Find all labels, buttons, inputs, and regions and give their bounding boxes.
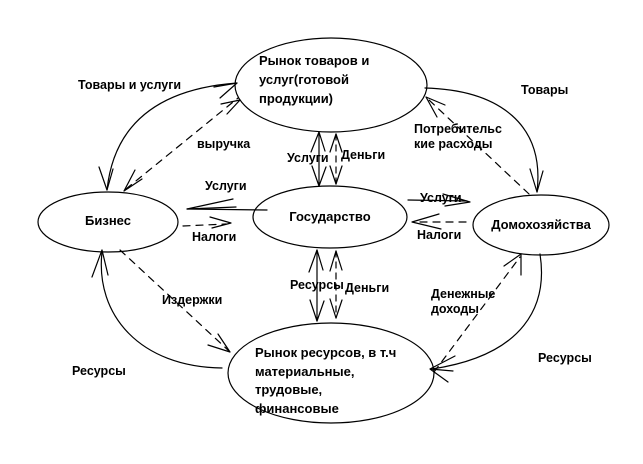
arrow-resources-state-heads: [308, 249, 325, 322]
arrow-costs-head: [207, 333, 231, 353]
label-money-income-line2: доходы: [431, 302, 479, 316]
arrow-revenue-head-market: [220, 99, 241, 115]
label-services-state-business: Услуги: [205, 179, 247, 193]
label-consumer-spending: Потребительс кие расходы: [414, 122, 502, 152]
node-goods-market-line2: услуг(готовой: [259, 72, 349, 87]
ellipse-resource-market: [227, 322, 435, 424]
ellipse-state: [252, 185, 408, 249]
label-taxes-households-state: Налоги: [417, 228, 462, 242]
arrow-resources-right-head: [429, 355, 456, 383]
label-resources-state-market: Ресурсы: [290, 278, 344, 292]
arrow-taxes-households-head: [411, 213, 442, 230]
label-money-income: Денежные доходы: [431, 287, 495, 317]
label-costs: Издержки: [162, 293, 223, 307]
arrow-goods-curve: [424, 87, 539, 193]
node-households: Домохозяйства: [491, 217, 591, 232]
label-consumer-spending-line1: Потребительс: [414, 122, 502, 136]
arrow-services-households-head: [442, 193, 471, 207]
arrow-resources-right-curve: [431, 253, 543, 370]
label-revenue: выручка: [197, 137, 251, 151]
arrow-money-income-dashed: [433, 256, 521, 373]
arrow-goods-services-head-business: [98, 166, 114, 191]
node-goods-market-line3: продукции): [259, 91, 334, 106]
arrow-money-bottom-heads: [329, 250, 343, 319]
arrow-services-business-line: [186, 208, 268, 211]
arrow-revenue-head-business: [123, 169, 143, 192]
label-goods: Товары: [521, 83, 569, 97]
label-services-state-goods-market: Услуги: [287, 151, 329, 165]
arrow-money-income-head: [503, 253, 522, 276]
node-state: Государство: [289, 209, 371, 224]
arrow-consumer-spending-dashed: [427, 98, 530, 195]
node-resource-market-line3: трудовые,: [255, 382, 323, 397]
label-resources-left: Ресурсы: [72, 364, 126, 378]
arrow-revenue-dashed: [125, 97, 239, 190]
arrow-goods-head-households: [529, 168, 544, 193]
node-resource-market-line2: материальные,: [255, 363, 355, 379]
node-resource-market-line4: финансовые: [255, 400, 339, 416]
ellipse-households: [472, 194, 610, 256]
arrow-taxes-business-dashed: [182, 223, 227, 227]
label-money-state-resource-market: Деньги: [345, 281, 390, 295]
arrow-goods-services-head-market: [213, 82, 238, 99]
arrow-resources-left-curve: [100, 251, 223, 369]
label-services-state-households: Услуги: [420, 191, 462, 205]
label-money-state-goods-market: Деньги: [341, 148, 386, 162]
arrow-consumer-spending-head: [425, 96, 446, 118]
arrow-taxes-business-head: [209, 216, 232, 229]
arrow-costs-dashed: [119, 249, 230, 352]
arrow-money-top-heads: [329, 133, 343, 185]
node-resource-market: Рынок ресурсов, в т.ч материальные, труд…: [255, 344, 396, 418]
ellipse-business: [37, 191, 179, 253]
arrow-services-top-heads: [310, 131, 327, 187]
node-goods-market: Рынок товаров и услуг(готовой продукции): [259, 51, 369, 108]
arrow-services-households-line: [407, 199, 468, 202]
arrow-resources-left-head: [91, 249, 109, 278]
label-goods-services: Товары и услуги: [78, 78, 182, 92]
label-taxes-business-state: Налоги: [192, 230, 237, 244]
arrow-services-business-head: [186, 198, 237, 210]
node-business: Бизнес: [85, 213, 131, 228]
node-resource-market-line1: Рынок ресурсов, в т.ч: [255, 345, 397, 360]
arrow-goods-services-curve: [106, 82, 238, 191]
label-resources-right: Ресурсы: [538, 351, 592, 365]
label-money-income-line1: Денежные: [431, 287, 496, 301]
node-goods-market-line1: Рынок товаров и: [259, 53, 370, 68]
label-consumer-spending-line2: кие расходы: [414, 137, 493, 151]
